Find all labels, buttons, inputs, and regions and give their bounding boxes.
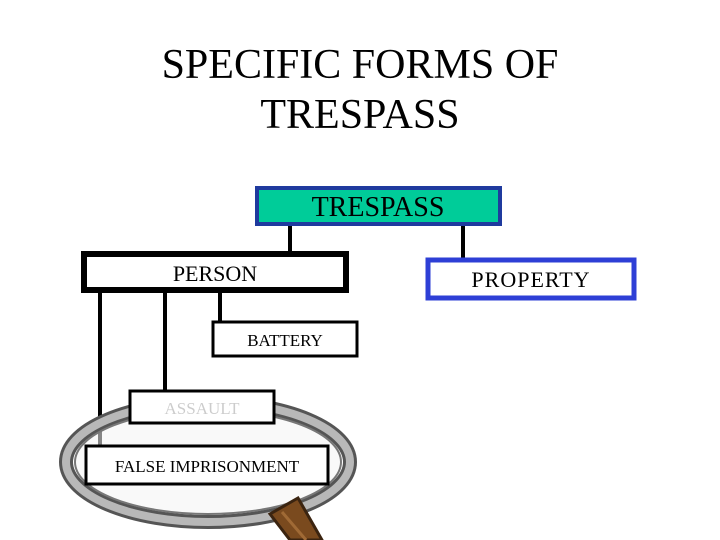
trespass-node-label: TRESPASS: [312, 192, 445, 223]
title-line-2: TRESPASS: [260, 92, 460, 138]
false-imprisonment-node-label: FALSE IMPRISONMENT: [115, 457, 300, 476]
false-imprisonment-node: FALSE IMPRISONMENT: [84, 444, 330, 486]
property-node: PROPERTY: [425, 257, 637, 301]
property-node-label: PROPERTY: [471, 267, 590, 292]
slide-title: SPECIFIC FORMS OF TRESPASS: [0, 40, 720, 140]
title-line-1: SPECIFIC FORMS OF: [161, 42, 559, 88]
person-node-label: PERSON: [173, 261, 257, 286]
battery-node: BATTERY: [211, 320, 359, 358]
trespass-node: TRESPASS: [255, 186, 502, 226]
person-node: PERSON: [81, 251, 349, 293]
assault-node: ASSAULT: [128, 389, 276, 425]
battery-node-label: BATTERY: [247, 331, 323, 350]
magnifier-handle: [267, 495, 324, 540]
